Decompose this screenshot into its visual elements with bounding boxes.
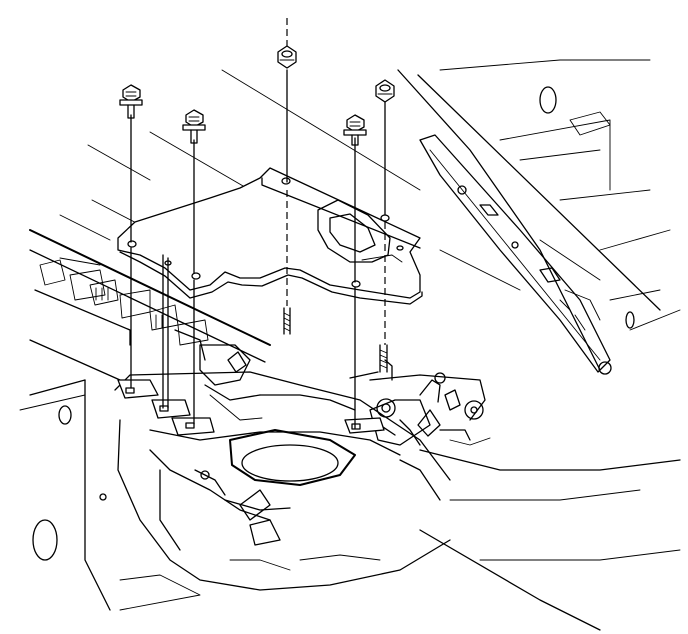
hood-hinge-strut	[419, 134, 612, 375]
body-panel-lines	[59, 59, 681, 371]
lower-housing	[19, 371, 681, 631]
studs	[283, 307, 388, 373]
bolt-icon	[119, 84, 143, 119]
bolt-icon	[182, 109, 206, 144]
nut-icon	[375, 79, 395, 103]
mounting-pads	[117, 379, 385, 436]
nut-icon	[277, 45, 297, 69]
alignment-lines	[130, 18, 386, 429]
bolt-icon	[343, 114, 367, 146]
left-frame-rail	[29, 229, 271, 381]
wiring-components	[174, 329, 491, 446]
